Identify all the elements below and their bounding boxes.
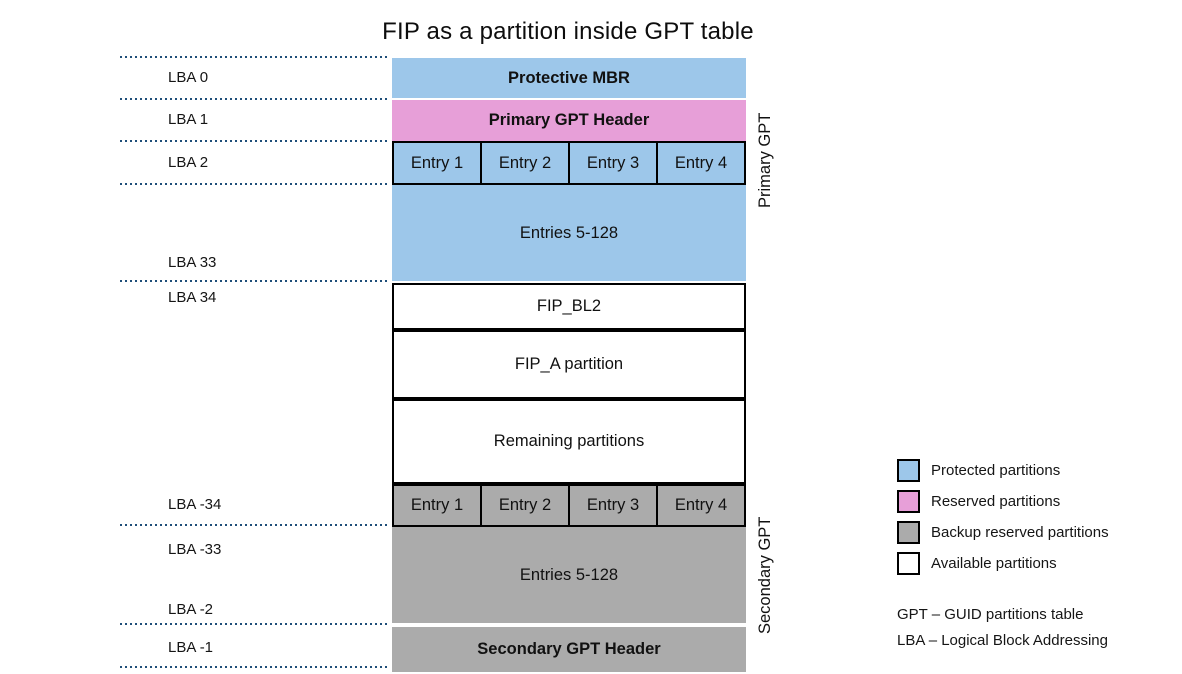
lba-label-34: LBA 34	[168, 289, 217, 306]
primary-entry-2: Entry 2	[482, 141, 570, 185]
protected-color-swatch	[897, 458, 920, 482]
lba-label-neg-33: LBA -33	[168, 541, 222, 558]
lba-boundary-line	[120, 140, 388, 142]
primary-entry-1: Entry 1	[392, 141, 482, 185]
secondary-entry-3: Entry 3	[570, 484, 658, 527]
block-remaining-partitions: Remaining partitions	[392, 399, 746, 484]
secondary-entry-4: Entry 4	[658, 484, 746, 527]
lba-boundary-line	[120, 666, 388, 668]
block-fip-bl2: FIP_BL2	[392, 283, 746, 330]
secondary-entry-row: Entry 1 Entry 2 Entry 3 Entry 4	[392, 484, 746, 527]
legend-item-protected: Protected partitions	[897, 458, 1109, 482]
lba-boundary-line	[120, 623, 388, 625]
lba-boundary-line	[120, 524, 388, 526]
lba-label-33: LBA 33	[168, 254, 217, 271]
lba-label-2: LBA 2	[168, 154, 209, 171]
block-protective-mbr: Protective MBR	[392, 58, 746, 98]
lba-boundary-line	[120, 56, 388, 58]
legend-item-label: Available partitions	[931, 554, 1057, 572]
block-fip-a-partition: FIP_A partition	[392, 330, 746, 399]
legend-item-backup-reserved: Backup reserved partitions	[897, 520, 1109, 544]
available-color-swatch	[897, 551, 920, 575]
secondary-entry-2: Entry 2	[482, 484, 570, 527]
block-secondary-entries-5-128: Entries 5-128	[392, 527, 746, 623]
secondary-gpt-side-label: Secondary GPT	[756, 516, 774, 634]
gpt-abbreviation-note: GPT – GUID partitions table	[897, 606, 1084, 623]
legend-item-label: Backup reserved partitions	[931, 523, 1109, 541]
primary-gpt-side-label: Primary GPT	[756, 112, 774, 208]
lba-boundary-line	[120, 280, 388, 282]
lba-label-neg-34: LBA -34	[168, 496, 222, 513]
primary-entry-4: Entry 4	[658, 141, 746, 185]
lba-label-0: LBA 0	[168, 69, 209, 86]
lba-label-1: LBA 1	[168, 111, 209, 128]
abbreviation-notes: GPT – GUID partitions table LBA – Logica…	[897, 602, 1108, 654]
lba-boundary-line	[120, 183, 388, 185]
primary-entry-row: Entry 1 Entry 2 Entry 3 Entry 4	[392, 141, 746, 185]
lba-label-neg-1: LBA -1	[168, 639, 214, 656]
block-secondary-gpt-header: Secondary GPT Header	[392, 627, 746, 672]
legend-item-reserved: Reserved partitions	[897, 489, 1109, 513]
diagram-title: FIP as a partition inside GPT table	[382, 18, 754, 45]
secondary-entry-1: Entry 1	[392, 484, 482, 527]
primary-entry-3: Entry 3	[570, 141, 658, 185]
block-primary-gpt-header: Primary GPT Header	[392, 100, 746, 141]
backup-reserved-color-swatch	[897, 520, 920, 544]
block-primary-entries-5-128: Entries 5-128	[392, 185, 746, 281]
lba-abbreviation-note: LBA – Logical Block Addressing	[897, 632, 1108, 649]
reserved-color-swatch	[897, 489, 920, 513]
lba-boundary-line	[120, 98, 388, 100]
lba-label-neg-2: LBA -2	[168, 601, 214, 618]
legend: Protected partitions Reserved partitions…	[897, 458, 1109, 583]
legend-item-label: Protected partitions	[931, 461, 1061, 479]
legend-item-available: Available partitions	[897, 551, 1109, 575]
legend-item-label: Reserved partitions	[931, 492, 1061, 510]
